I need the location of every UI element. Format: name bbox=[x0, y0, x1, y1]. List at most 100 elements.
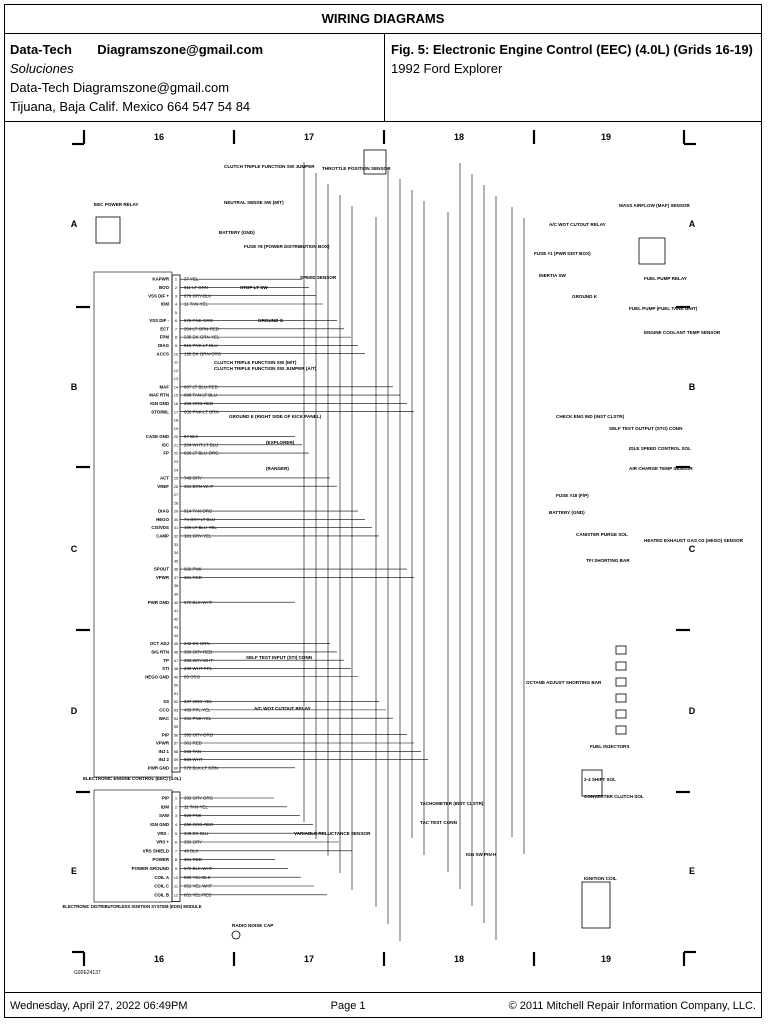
eec-pin-number: 1 bbox=[175, 277, 178, 282]
eec-pin-name: MAF bbox=[159, 384, 169, 389]
eec-pin-name: PWR GND bbox=[148, 765, 169, 770]
edis-pin-name: VRS - bbox=[157, 831, 169, 836]
eec-pin-name: INJ 1 bbox=[159, 749, 170, 754]
eec-pin-number: 31 bbox=[174, 525, 179, 530]
footer-page: Page 1 bbox=[330, 999, 366, 1012]
eec-pin-number: 9 bbox=[175, 343, 178, 348]
component-label: SELF TEST OUTPUT (STO) CONN bbox=[609, 426, 683, 431]
edis-pin-number: 11 bbox=[174, 884, 179, 889]
edis-pin-number: 2 bbox=[175, 804, 178, 809]
sensor-symbol bbox=[363, 149, 387, 175]
grid-row-label-left: A bbox=[71, 219, 78, 229]
fuel-injector-symbol bbox=[615, 725, 627, 735]
fuel-injector-symbol bbox=[615, 661, 627, 671]
ignition-coil-symbol bbox=[581, 881, 611, 929]
component-label: TACHOMETER (INST CLSTR) bbox=[420, 801, 484, 806]
eec-pin-name: DIAG bbox=[158, 343, 170, 348]
edis-module-outline bbox=[93, 789, 173, 903]
eec-pin-name: IGN GND bbox=[150, 401, 169, 406]
eec-pin-number: 55 bbox=[174, 724, 179, 729]
component-label: MASS AIRFLOW (MAF) SENSOR bbox=[619, 203, 690, 208]
eec-pin-name: STI bbox=[162, 666, 169, 671]
eec-pin-name: ACT bbox=[160, 476, 169, 481]
eec-pin-number: 53 bbox=[174, 707, 179, 712]
eec-pin-name: CASE GND bbox=[146, 434, 169, 439]
component-label: FUSE #1 (PWR DIST BOX) bbox=[534, 251, 591, 256]
eec-pin-number: 58 bbox=[174, 749, 179, 754]
eec-pin-number: 59 bbox=[174, 757, 179, 762]
component-label: ENGINE COOLANT TEMP SENSOR bbox=[644, 330, 721, 335]
eec-pin-number: 48 bbox=[174, 666, 179, 671]
eec-pin-name: OCT ADJ bbox=[150, 641, 170, 646]
eec-pin-number: 36 bbox=[174, 567, 179, 572]
company-email[interactable]: Diagramszone@gmail.com bbox=[97, 42, 264, 57]
eec-pin-name: DIAG bbox=[158, 509, 170, 514]
edis-pin-number: 8 bbox=[175, 857, 178, 862]
eec-pin-name: WAC bbox=[159, 716, 170, 721]
header-figure-block: Fig. 5: Electronic Engine Control (EEC) … bbox=[385, 34, 762, 121]
edis-pin-name: VRS SHIELD bbox=[143, 848, 169, 853]
edis-pin-number: 5 bbox=[175, 831, 178, 836]
vehicle-name: 1992 Ford Explorer bbox=[391, 61, 503, 76]
capacitor-symbol bbox=[231, 930, 241, 940]
component-label: 2-4 SHIFT SOL bbox=[584, 777, 616, 782]
eec-pin-number: 4 bbox=[175, 302, 178, 307]
edis-pin-name: COIL A bbox=[154, 875, 169, 880]
grid-row-label-left: B bbox=[71, 382, 78, 392]
eec-pin-name: PIP bbox=[162, 732, 169, 737]
footer: Wednesday, April 27, 2022 06:49PM Page 1… bbox=[4, 992, 762, 1018]
eec-pin-number: 39 bbox=[174, 592, 179, 597]
eec-pin-number: 12 bbox=[174, 368, 179, 373]
component-label: CONVERTER CLUTCH SOL bbox=[584, 794, 644, 799]
eec-pin-number: 20 bbox=[174, 434, 179, 439]
eec-pin-number: 19 bbox=[174, 426, 179, 431]
component-label: IDLE SPEED CONTROL SOL bbox=[629, 446, 691, 451]
page-frame bbox=[4, 4, 762, 1018]
edis-pin-name: IGN GND bbox=[150, 822, 169, 827]
eec-pin-number: 5 bbox=[175, 310, 178, 315]
grid-col-label-top: 18 bbox=[454, 132, 464, 142]
eec-pin-number: 6 bbox=[175, 318, 178, 323]
eec-pin-name: CAMP bbox=[156, 534, 169, 539]
eec-pin-name: VREF bbox=[157, 484, 169, 489]
eec-pin-number: 38 bbox=[174, 583, 179, 588]
edis-pin-name: POWER GROUND bbox=[132, 866, 169, 871]
header-company-block: Data-Tech Diagramszone@gmail.com Solucio… bbox=[4, 34, 385, 121]
eec-pin-number: 37 bbox=[174, 575, 179, 580]
eec-pin-number: 2 bbox=[175, 285, 178, 290]
edis-pin-name: IDM bbox=[161, 804, 169, 809]
component-label: RADIO NOISE CAP bbox=[232, 923, 273, 928]
edis-pin-number: 3 bbox=[175, 813, 178, 818]
grid-col-label-bottom: 19 bbox=[601, 954, 611, 964]
fuel-injector-symbol bbox=[615, 693, 627, 703]
edis-pin-name: SAW bbox=[159, 813, 170, 818]
eec-pin-number: 43 bbox=[174, 625, 179, 630]
page-title-text: WIRING DIAGRAMS bbox=[321, 11, 445, 26]
component-label: SPEED SENSOR bbox=[300, 275, 337, 280]
component-label: THROTTLE POSITION SENSOR bbox=[322, 166, 391, 171]
grid-col-label-top: 17 bbox=[304, 132, 314, 142]
component-label: TAC TEST CONN bbox=[420, 820, 458, 825]
component-label: VARIABLE RELUCTANCE SENSOR bbox=[294, 831, 371, 836]
eec-pin-name: SS bbox=[163, 699, 169, 704]
eec-pin-name: HEGO GND bbox=[145, 674, 169, 679]
component-label: GROUND E (RIGHT SIDE OF KICK PANEL) bbox=[229, 414, 322, 419]
solenoid-symbol bbox=[581, 769, 603, 797]
company-line-2: Data-Tech Diagramszone@gmail.com bbox=[10, 80, 230, 95]
edis-pin-name: VRS + bbox=[156, 840, 169, 845]
eec-pin-number: 56 bbox=[174, 732, 179, 737]
eec-pin-number: 22 bbox=[174, 451, 179, 456]
eec-pin-name: VSS DIF - bbox=[149, 318, 169, 323]
eec-pin-name: PWR GND bbox=[148, 600, 169, 605]
eec-pin-number: 17 bbox=[174, 409, 179, 414]
component-label: CANISTER PURGE SOL bbox=[576, 532, 628, 537]
header-company-line: Data-Tech Diagramszone@gmail.com bbox=[10, 40, 378, 59]
component-label: EEC POWER RELAY bbox=[94, 202, 139, 207]
company-tagline: Soluciones bbox=[10, 61, 74, 76]
eec-pin-number: 15 bbox=[174, 393, 179, 398]
grid-col-label-bottom: 17 bbox=[304, 954, 314, 964]
eec-pin-name: CIS/VDS bbox=[151, 525, 169, 530]
eec-pin-number: 40 bbox=[174, 600, 179, 605]
